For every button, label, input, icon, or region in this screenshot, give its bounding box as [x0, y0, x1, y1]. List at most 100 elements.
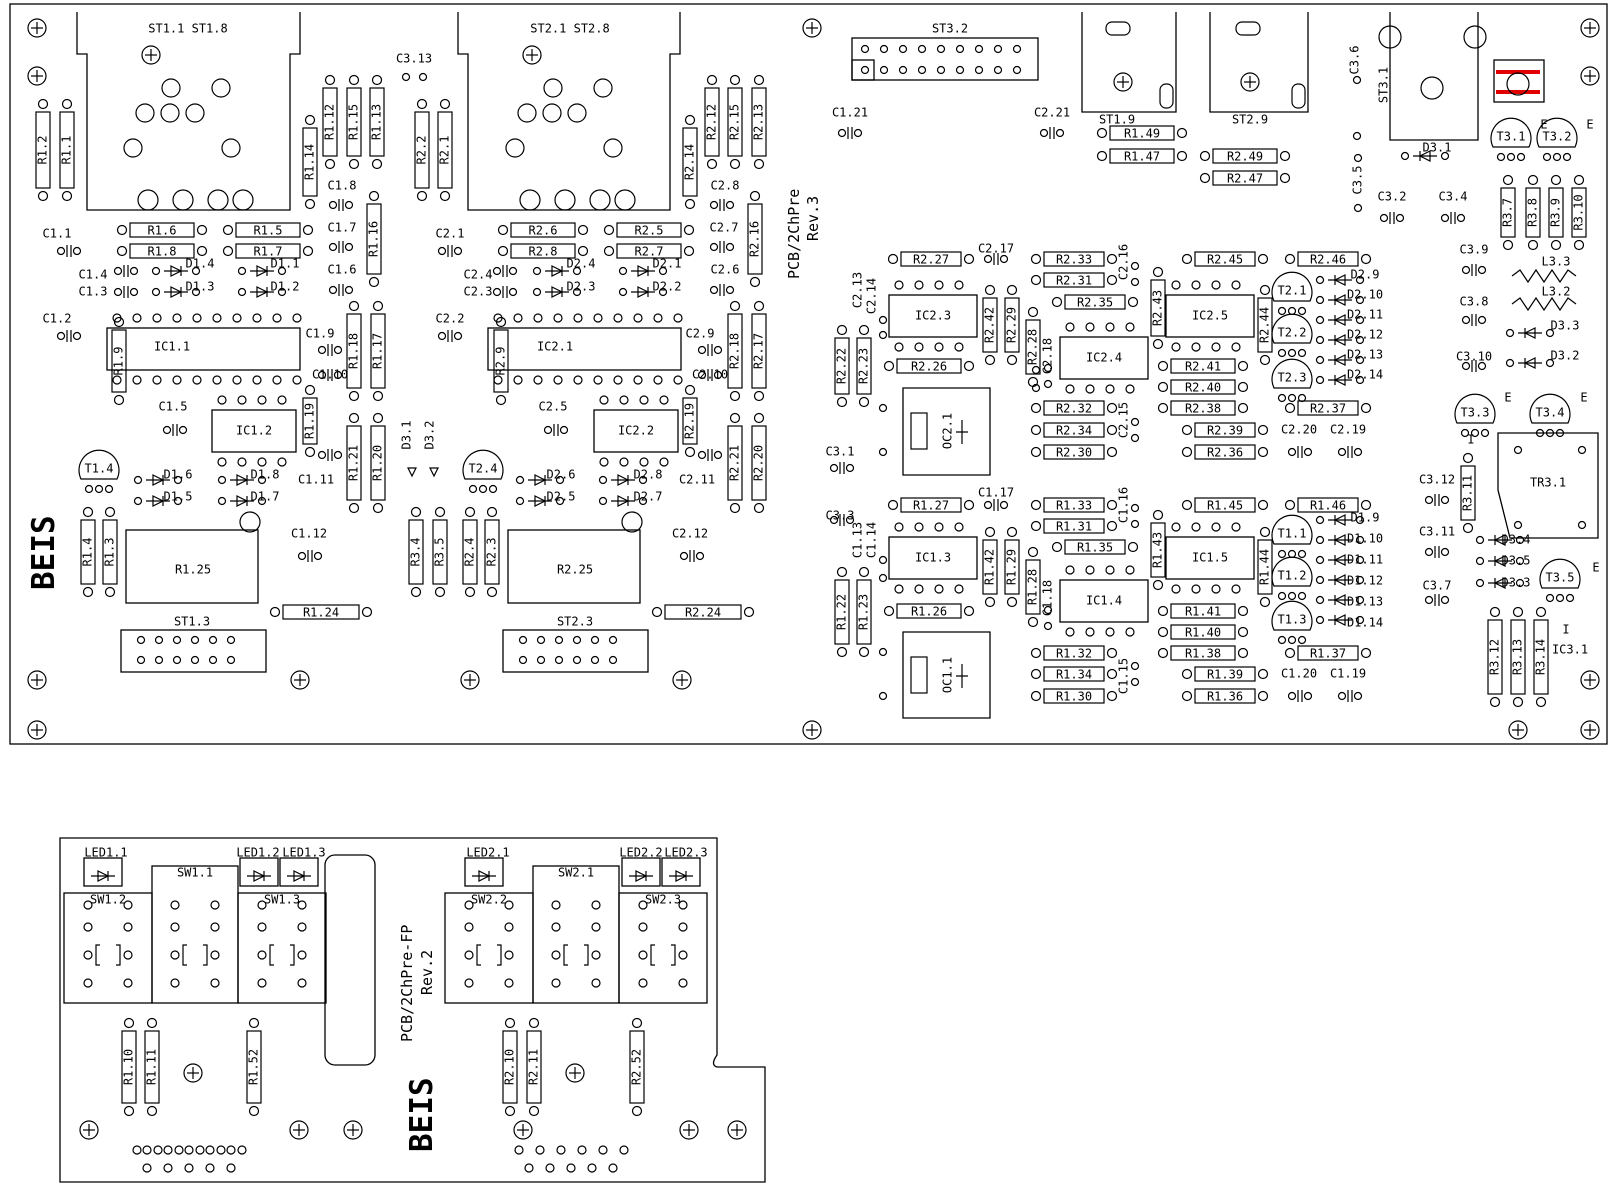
connector-pin — [185, 103, 205, 123]
label-r1-1: R1.1 — [60, 136, 74, 165]
connector-pin — [221, 138, 241, 158]
label-c1-16: C1.16 — [1117, 487, 1131, 523]
solder-pad — [410, 586, 422, 598]
solder-pad — [1199, 172, 1211, 184]
solder-pad — [524, 1163, 534, 1173]
resistor-r1-4 — [80, 519, 96, 585]
label-r2-5: R2.5 — [635, 224, 664, 238]
solder-pad — [1512, 606, 1524, 618]
solder-pad — [684, 384, 696, 396]
solder-pad — [1030, 253, 1042, 265]
solder-pad — [993, 44, 1003, 54]
resistor-r3-14 — [1533, 619, 1549, 695]
solder-pad — [917, 44, 927, 54]
resistor-r1-18 — [346, 313, 362, 389]
label-r2-16: R2.16 — [748, 221, 762, 257]
solder-pad — [94, 484, 104, 494]
connector-pin — [232, 189, 254, 211]
label-t1-3: T1.3 — [1278, 613, 1307, 627]
solder-pad — [1512, 696, 1524, 708]
label-d2-13: D2.13 — [1347, 348, 1383, 362]
solder-pad — [1287, 549, 1297, 559]
solder-pad — [304, 114, 316, 126]
label-r2-40: R2.40 — [1185, 381, 1221, 395]
solder-pad — [1181, 446, 1193, 458]
label-r2-1: R2.1 — [438, 136, 452, 165]
solder-pad — [1257, 446, 1269, 458]
connector-pin — [123, 138, 143, 158]
solder-pad — [883, 360, 895, 372]
solder-pad — [272, 375, 282, 385]
solder-pad — [277, 395, 287, 405]
solder-pad — [237, 1145, 247, 1155]
solder-pad — [368, 190, 380, 202]
solder-pad — [82, 586, 94, 598]
solder-pad — [914, 522, 924, 532]
label-r1-18: R1.18 — [347, 333, 361, 369]
solder-pad — [572, 266, 582, 276]
solder-pad — [1176, 150, 1188, 162]
solder-pad — [488, 484, 498, 494]
solder-pad — [659, 457, 669, 467]
solder-pad — [878, 403, 888, 413]
label-st1: ST1.1 ST1.8 — [148, 22, 227, 36]
solder-pad — [222, 224, 234, 236]
solder-pad — [1562, 152, 1572, 162]
solder-pad — [1513, 445, 1523, 455]
resistor-r2-4 — [462, 519, 478, 585]
solder-pad — [553, 313, 563, 323]
solder-pad — [1106, 253, 1118, 265]
solder-pad — [1152, 509, 1164, 521]
solder-pad — [1012, 65, 1022, 75]
st3-1-jack — [1389, 12, 1479, 141]
solder-pad — [894, 522, 904, 532]
solder-pad — [1181, 253, 1193, 265]
connector-pin — [135, 103, 155, 123]
solder-pad — [536, 635, 546, 645]
solder-pad — [1505, 328, 1515, 338]
solder-pad — [858, 324, 870, 336]
label-c1-2: C1.2 — [43, 312, 72, 326]
label-r2-46: R2.46 — [1310, 253, 1346, 267]
solder-pad — [1237, 381, 1249, 393]
solder-pad — [1231, 342, 1241, 352]
label-c2-15: C2.15 — [1117, 402, 1131, 438]
solder-pad — [1284, 647, 1296, 659]
resistor-r1-12 — [322, 87, 338, 157]
label-led2-2: LED2.2 — [619, 846, 662, 860]
solder-pad — [173, 475, 183, 485]
label-d1-7: D1.7 — [251, 490, 280, 504]
solder-pad — [556, 1145, 566, 1155]
solder-pad — [1105, 384, 1115, 394]
label-r3-5: R3.5 — [433, 538, 447, 567]
label-d3-1: D3.1 — [1423, 141, 1452, 155]
label-r2-18: R2.18 — [728, 333, 742, 369]
solder-pad — [934, 342, 944, 352]
solder-pad — [1489, 606, 1501, 618]
label-r1-16: R1.16 — [367, 221, 381, 257]
mounting-hole — [79, 1120, 99, 1140]
solder-pad — [1231, 280, 1241, 290]
solder-pad — [984, 354, 996, 366]
solder-pad — [493, 313, 503, 323]
resistor-r3-12 — [1487, 619, 1503, 695]
resistor-r2-44 — [1257, 297, 1273, 353]
label-l3-2: L3.2 — [1542, 285, 1571, 299]
solder-pad — [633, 313, 643, 323]
ic1-3-body — [888, 536, 978, 580]
label-sw1-1: SW1.1 — [177, 866, 213, 880]
solder-pad — [845, 515, 855, 525]
solder-pad — [205, 1145, 215, 1155]
led1-2-body — [239, 857, 279, 887]
label-r1-38: R1.38 — [1185, 647, 1221, 661]
label-c2-5: C2.5 — [539, 400, 568, 414]
transistor-t3-2 — [1536, 117, 1578, 148]
solder-pad — [1130, 277, 1140, 287]
label-r1-30: R1.30 — [1056, 690, 1092, 704]
label-r1-23: R1.23 — [857, 594, 871, 630]
solder-pad — [232, 313, 242, 323]
label-r1-4: R1.4 — [81, 538, 95, 567]
label-c1-21: C1.21 — [832, 106, 868, 120]
solder-pad — [1130, 417, 1140, 427]
solder-pad — [495, 394, 507, 406]
